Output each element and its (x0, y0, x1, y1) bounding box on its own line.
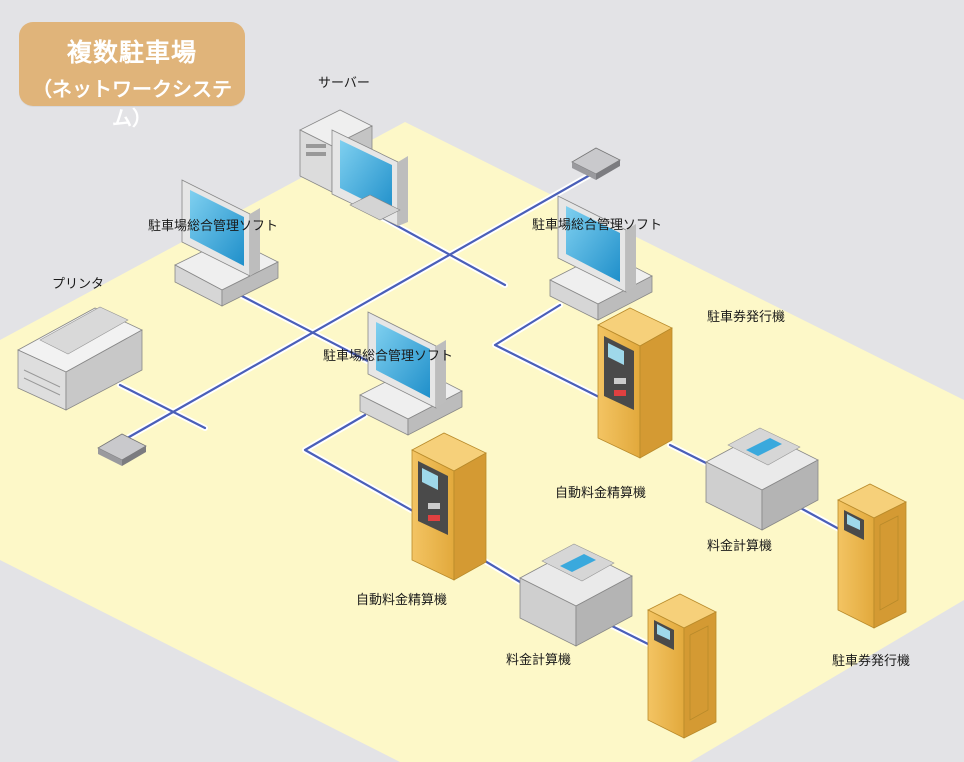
label-calc-lower: 料金計算機 (506, 653, 572, 668)
label-payment-upper: 自動料金精算機 (555, 486, 647, 501)
label-server: サーバー (318, 76, 370, 91)
label-pc-left: 駐車場総合管理ソフト (148, 219, 279, 234)
ticket-machine-icon (837, 483, 907, 629)
printer-icon (17, 306, 143, 411)
network-hub-icon (97, 433, 147, 466)
monitor-icon (331, 129, 408, 227)
fee-calculator-icon (519, 543, 633, 647)
label-calc-upper: 料金計算機 (707, 539, 773, 554)
label-ticket-machine-top: 駐車券発行機 (707, 310, 786, 325)
network-cables (112, 172, 853, 653)
monitor-icon (549, 195, 653, 321)
ticket-machine-icon (647, 593, 717, 739)
title-box: 複数駐車場 （ネットワークシステム） (19, 22, 245, 130)
monitor-icon (359, 311, 463, 436)
label-ticket-machine-bottom: 駐車券発行機 (832, 654, 911, 669)
label-pc-center: 駐車場総合管理ソフト (323, 349, 454, 364)
network-hub-icon (571, 147, 621, 180)
label-payment-lower: 自動料金精算機 (356, 593, 448, 608)
title-subtitle: （ネットワークシステム） (32, 77, 232, 130)
monitor-icon (174, 179, 279, 307)
title-main: 複数駐車場 (66, 38, 197, 67)
label-printer: プリンタ (52, 277, 105, 292)
fee-calculator-icon (705, 427, 819, 531)
payment-kiosk-icon (597, 307, 673, 459)
label-pc-right: 駐車場総合管理ソフト (532, 218, 663, 233)
payment-kiosk-icon (411, 432, 487, 581)
floor-area (0, 122, 964, 762)
